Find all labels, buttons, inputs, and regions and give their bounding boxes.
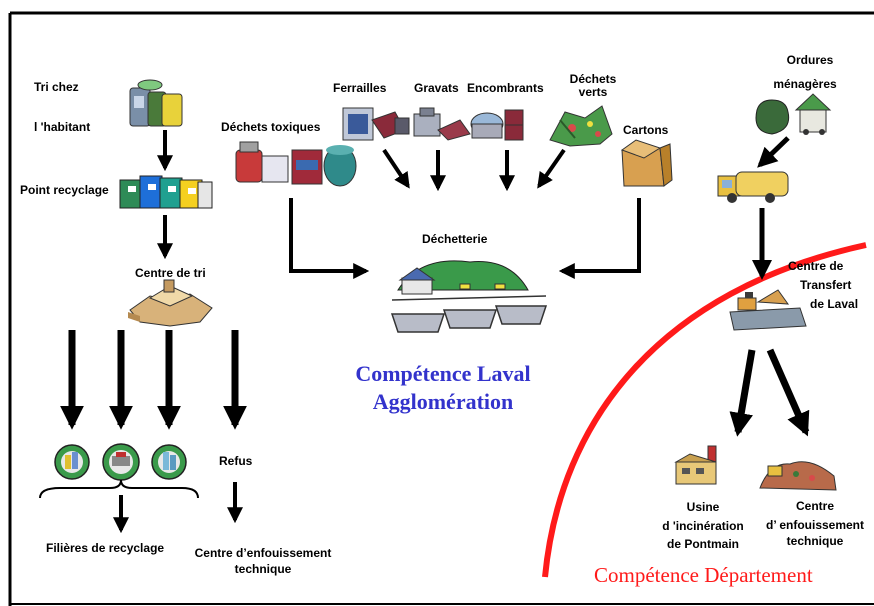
label-cet-right-line3: technique — [786, 534, 844, 549]
recycling-containers-icon — [119, 175, 213, 209]
label-transfert-line1: Centre de — [788, 259, 844, 273]
label-refus: Refus — [219, 454, 253, 468]
scrap-metal-icon — [342, 107, 410, 141]
right-flow-arrows — [729, 136, 810, 437]
label-usine-line2: d 'incinération — [662, 518, 744, 533]
label-cet-right: Centre d’ enfouissement technique — [760, 498, 870, 550]
label-cet-left-line2: technique — [234, 562, 292, 577]
label-usine-incineration: Usine d 'incinération de Pontmain — [650, 498, 756, 554]
garbage-bag-icon — [755, 93, 832, 135]
label-ferrailles: Ferrailles — [333, 81, 387, 95]
label-cet-left-line1: Centre d’enfouissement — [194, 546, 332, 560]
left-flow-arrows — [60, 130, 247, 534]
middle-flow-arrows — [289, 148, 641, 279]
label-cet-left: Centre d’enfouissement technique — [178, 545, 348, 577]
recycle-circle-icon — [54, 444, 90, 480]
label-point-recyclage: Point recyclage — [20, 183, 109, 197]
toxic-waste-icon — [235, 141, 357, 187]
label-dechets-verts-line1: Déchets — [569, 72, 617, 86]
label-encombrants: Encombrants — [467, 81, 544, 95]
departement-boundary-arc — [542, 242, 867, 578]
competence-departement-label: Compétence Département — [594, 563, 813, 587]
label-menageres: ménagères — [773, 77, 837, 91]
waste-disposal-center-icon — [390, 260, 548, 333]
label-centre-transfert: Centre de Transfert de Laval — [788, 257, 858, 315]
recycle-circle-icon — [102, 443, 140, 481]
label-transfert-line3: de Laval — [810, 297, 859, 312]
garbage-truck-icon — [717, 171, 789, 203]
landfill-icon — [759, 461, 837, 491]
label-dechetterie: Déchetterie — [422, 232, 488, 246]
rubble-icon — [413, 107, 471, 141]
frame — [8, 11, 874, 606]
label-transfert-line2: Transfert — [800, 278, 852, 293]
transfer-station-icon — [729, 289, 807, 331]
green-waste-icon — [549, 105, 613, 147]
incinerator-icon — [674, 445, 717, 485]
cardboard-box-icon — [620, 139, 673, 187]
label-usine-line3: de Pontmain — [666, 537, 739, 552]
competence-laval-label: Compétence Laval Agglomération — [318, 360, 568, 415]
label-centre-de-tri: Centre de tri — [135, 266, 206, 280]
label-dechets-toxiques: Déchets toxiques — [221, 120, 321, 134]
label-dechets-verts-line2: verts — [578, 85, 608, 100]
competence-laval-line1: Compétence Laval — [355, 361, 531, 386]
label-cet-right-line2: d’ enfouissement — [765, 518, 865, 533]
label-filieres-de-recyclage: Filières de recyclage — [46, 541, 165, 555]
recycling-brace — [39, 479, 199, 499]
competence-laval-line2: Agglomération — [372, 388, 514, 414]
label-l-habitant: l 'habitant — [34, 120, 91, 134]
label-cartons: Cartons — [623, 123, 669, 137]
label-tri-chez: Tri chez — [34, 80, 79, 94]
household-bins-icon — [129, 79, 183, 127]
sorting-center-icon — [128, 279, 213, 327]
label-usine-line1: Usine — [686, 500, 720, 514]
recycle-circle-icon — [151, 444, 187, 480]
bulky-waste-icon — [470, 109, 524, 141]
label-ordures: Ordures — [786, 53, 834, 67]
label-dechets-verts: Déchets verts — [565, 71, 621, 100]
label-cet-right-line1: Centre — [795, 499, 834, 513]
label-gravats: Gravats — [414, 81, 459, 95]
